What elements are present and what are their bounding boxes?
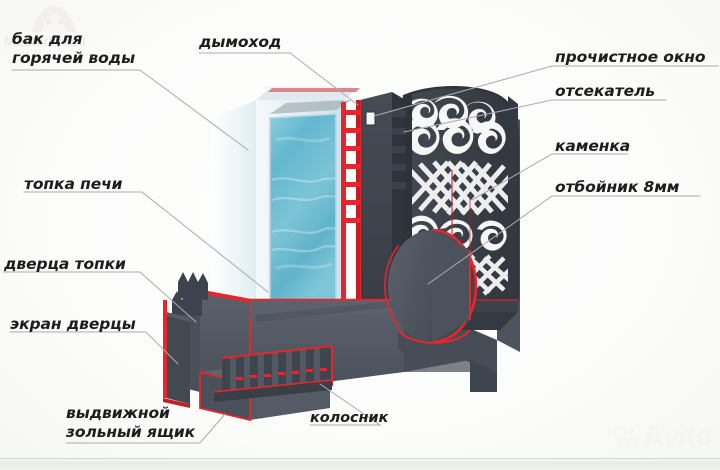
label-cleanout-window-text: прочистное окно xyxy=(555,48,706,66)
water-tank xyxy=(212,86,360,350)
label-ash-drawer-line2: зольный ящик xyxy=(66,423,196,441)
label-stone-basket: каменка xyxy=(555,137,630,156)
avito-dots-icon xyxy=(613,426,638,448)
label-chimney: дымоход xyxy=(199,33,281,52)
heat-exchange-ribs xyxy=(336,110,360,223)
label-door-screen-text: экран дверцы xyxy=(10,315,136,333)
label-grate-text: колосник xyxy=(310,410,389,426)
label-stone-basket-text: каменка xyxy=(555,137,631,155)
deflector-drum xyxy=(384,228,478,358)
label-water-tank-line2: горячей воды xyxy=(12,49,135,67)
label-cleanout-window: прочистное окно xyxy=(555,48,706,67)
label-grate: колосник xyxy=(310,409,388,428)
label-chimney-text: дымоход xyxy=(199,33,282,51)
ash-drawer-and-grate xyxy=(199,345,333,422)
base-fin xyxy=(404,338,497,392)
masterwood-watermark-text: MasterWood xyxy=(4,33,87,49)
label-door-screen: экран дверцы xyxy=(10,315,136,334)
label-deflector: отбойник 8мм xyxy=(555,178,679,197)
label-firebox-door-text: дверца топки xyxy=(4,255,126,273)
bottom-strip xyxy=(0,458,720,470)
masterwood-mark-icon xyxy=(32,6,76,32)
label-ash-drawer-line1: выдвижной xyxy=(66,404,170,422)
leader-lines xyxy=(3,52,719,444)
label-firebox: топка печи xyxy=(24,175,123,194)
label-deflector-text: отбойник 8мм xyxy=(555,178,680,196)
label-firebox-text: топка печи xyxy=(24,175,123,193)
label-water-tank-line1: бак для xyxy=(12,30,83,48)
label-cutoff: отсекатель xyxy=(555,82,655,101)
masterwood-watermark: MasterWood xyxy=(2,2,122,54)
label-cutoff-text: отсекатель xyxy=(555,82,655,100)
door-screen xyxy=(163,300,190,408)
avito-watermark: Avito xyxy=(613,421,712,454)
avito-watermark-text: Avito xyxy=(643,421,712,453)
label-firebox-door: дверца топки xyxy=(4,255,126,274)
